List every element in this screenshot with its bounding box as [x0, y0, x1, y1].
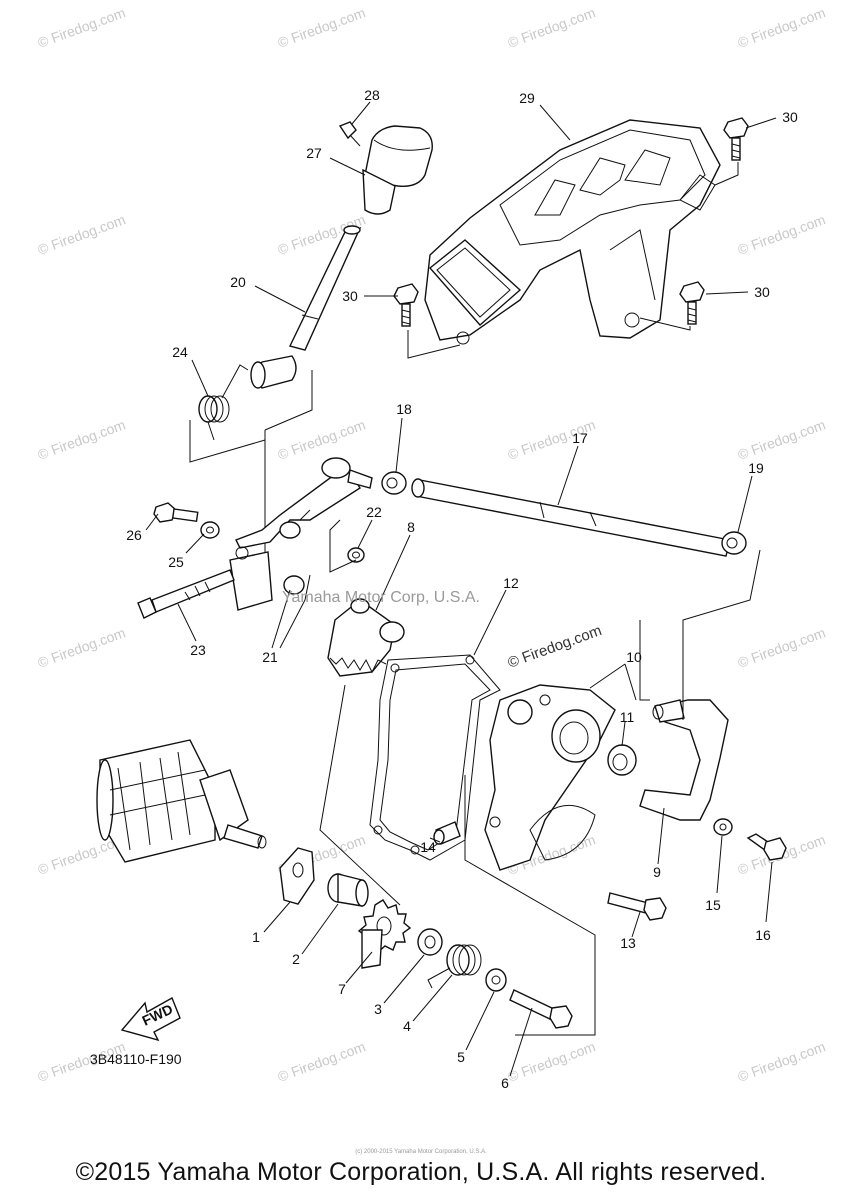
callout-20: 20 [230, 274, 246, 290]
callout-10: 10 [626, 649, 642, 665]
part-30-bolt-right-top [723, 117, 749, 161]
part-29-shift-cover [424, 119, 721, 345]
part-9-stopper-lever [639, 699, 729, 821]
callout-27: 27 [306, 145, 322, 161]
callout-3: 3 [374, 1001, 382, 1017]
watermark: © Firedog.com [736, 211, 828, 258]
callout-9: 9 [653, 864, 661, 880]
callout-13: 13 [620, 935, 636, 951]
part-19-bushing [721, 531, 747, 555]
part-1-segment [279, 847, 315, 905]
fwd-arrow-icon: FWD [120, 996, 181, 1042]
part-17-shift-shaft [411, 478, 731, 557]
watermark: © Firedog.com [736, 4, 828, 51]
part-24-spring [198, 364, 249, 441]
watermark: © Firedog.com [276, 1038, 368, 1085]
watermark: © Firedog.com [36, 4, 128, 51]
part-30-bolt-left [393, 283, 419, 327]
callout-labels: 28 27 29 30 30 30 20 24 18 17 19 22 26 2… [126, 87, 798, 1091]
callout-14: 14 [420, 839, 436, 855]
callout-26: 26 [126, 527, 142, 543]
part-18-bushing [381, 471, 407, 495]
part-10-crankcase-cover [484, 684, 616, 871]
part-12-gasket [369, 654, 501, 861]
part-7-gear [357, 899, 412, 969]
part-22-washer [347, 547, 365, 563]
part-4-spring [427, 944, 482, 989]
part-25-washer [200, 521, 220, 539]
callout-15: 15 [705, 897, 721, 913]
part-16-bolt [746, 833, 787, 861]
callout-11: 11 [620, 709, 635, 725]
callout-30-left: 30 [342, 288, 358, 304]
watermark: © Firedog.com [736, 416, 828, 463]
center-watermark: Yamaha Motor Corp, U.S.A. [282, 589, 480, 606]
parts-diagram: © Firedog.com © Firedog.com © Firedog.co… [36, 4, 828, 1091]
watermark: © Firedog.com [36, 416, 128, 463]
callout-16: 16 [755, 927, 771, 943]
watermark: © Firedog.com [36, 624, 128, 671]
watermark: © Firedog.com [36, 211, 128, 258]
callout-21: 21 [262, 649, 278, 665]
callout-8: 8 [407, 519, 415, 535]
callout-17: 17 [572, 430, 588, 446]
part-11-oil-seal [607, 744, 637, 776]
leader-lines [145, 101, 777, 1077]
part-30-bolt-right [679, 281, 705, 325]
shift-drum [96, 739, 267, 863]
part-23-pivot-bolt [137, 569, 235, 619]
part-28-screw [338, 121, 361, 147]
watermark: © Firedog.com [506, 1038, 598, 1085]
callout-19: 19 [748, 460, 764, 476]
part-8-sector-gear [327, 598, 405, 677]
callout-25: 25 [168, 554, 184, 570]
callout-1: 1 [252, 929, 260, 945]
part-5-washer [485, 968, 507, 992]
drawing-code: 3B48110-F190 [90, 1051, 182, 1067]
watermark: © Firedog.com [736, 624, 828, 671]
watermark: © Firedog.com [506, 4, 598, 51]
callout-29: 29 [519, 90, 535, 106]
part-26-bolt [153, 502, 199, 523]
callout-18: 18 [396, 401, 412, 417]
callout-24: 24 [172, 344, 188, 360]
part-2-collar [327, 873, 369, 907]
part-20-shift-lever [250, 225, 362, 389]
part-27-shift-knob [362, 125, 433, 215]
callout-5: 5 [457, 1049, 465, 1065]
callout-7: 7 [338, 981, 346, 997]
callout-30-right: 30 [754, 284, 770, 300]
callout-4: 4 [403, 1018, 411, 1034]
watermark: © Firedog.com [736, 1038, 828, 1085]
part-3-washer [417, 928, 443, 956]
watermark: © Firedog.com [276, 416, 368, 463]
callout-6: 6 [501, 1075, 509, 1091]
copyright-notice: ©2015 Yamaha Motor Corporation, U.S.A. A… [75, 1158, 767, 1186]
site-watermark: © Firedog.com [506, 622, 604, 672]
part-15-washer [713, 818, 733, 836]
callout-22: 22 [366, 504, 382, 520]
part-13-bolt [607, 892, 667, 921]
micro-copyright: (c) 2000-2015 Yamaha Motor Corporation, … [355, 1149, 487, 1155]
part-6-bolt [509, 989, 573, 1029]
callout-23: 23 [190, 642, 206, 658]
watermark: © Firedog.com [276, 4, 368, 51]
part-21-shift-arm [229, 457, 373, 611]
callout-30-top: 30 [782, 109, 798, 125]
callout-28: 28 [364, 87, 380, 103]
callout-12: 12 [503, 575, 519, 591]
callout-2: 2 [292, 951, 300, 967]
